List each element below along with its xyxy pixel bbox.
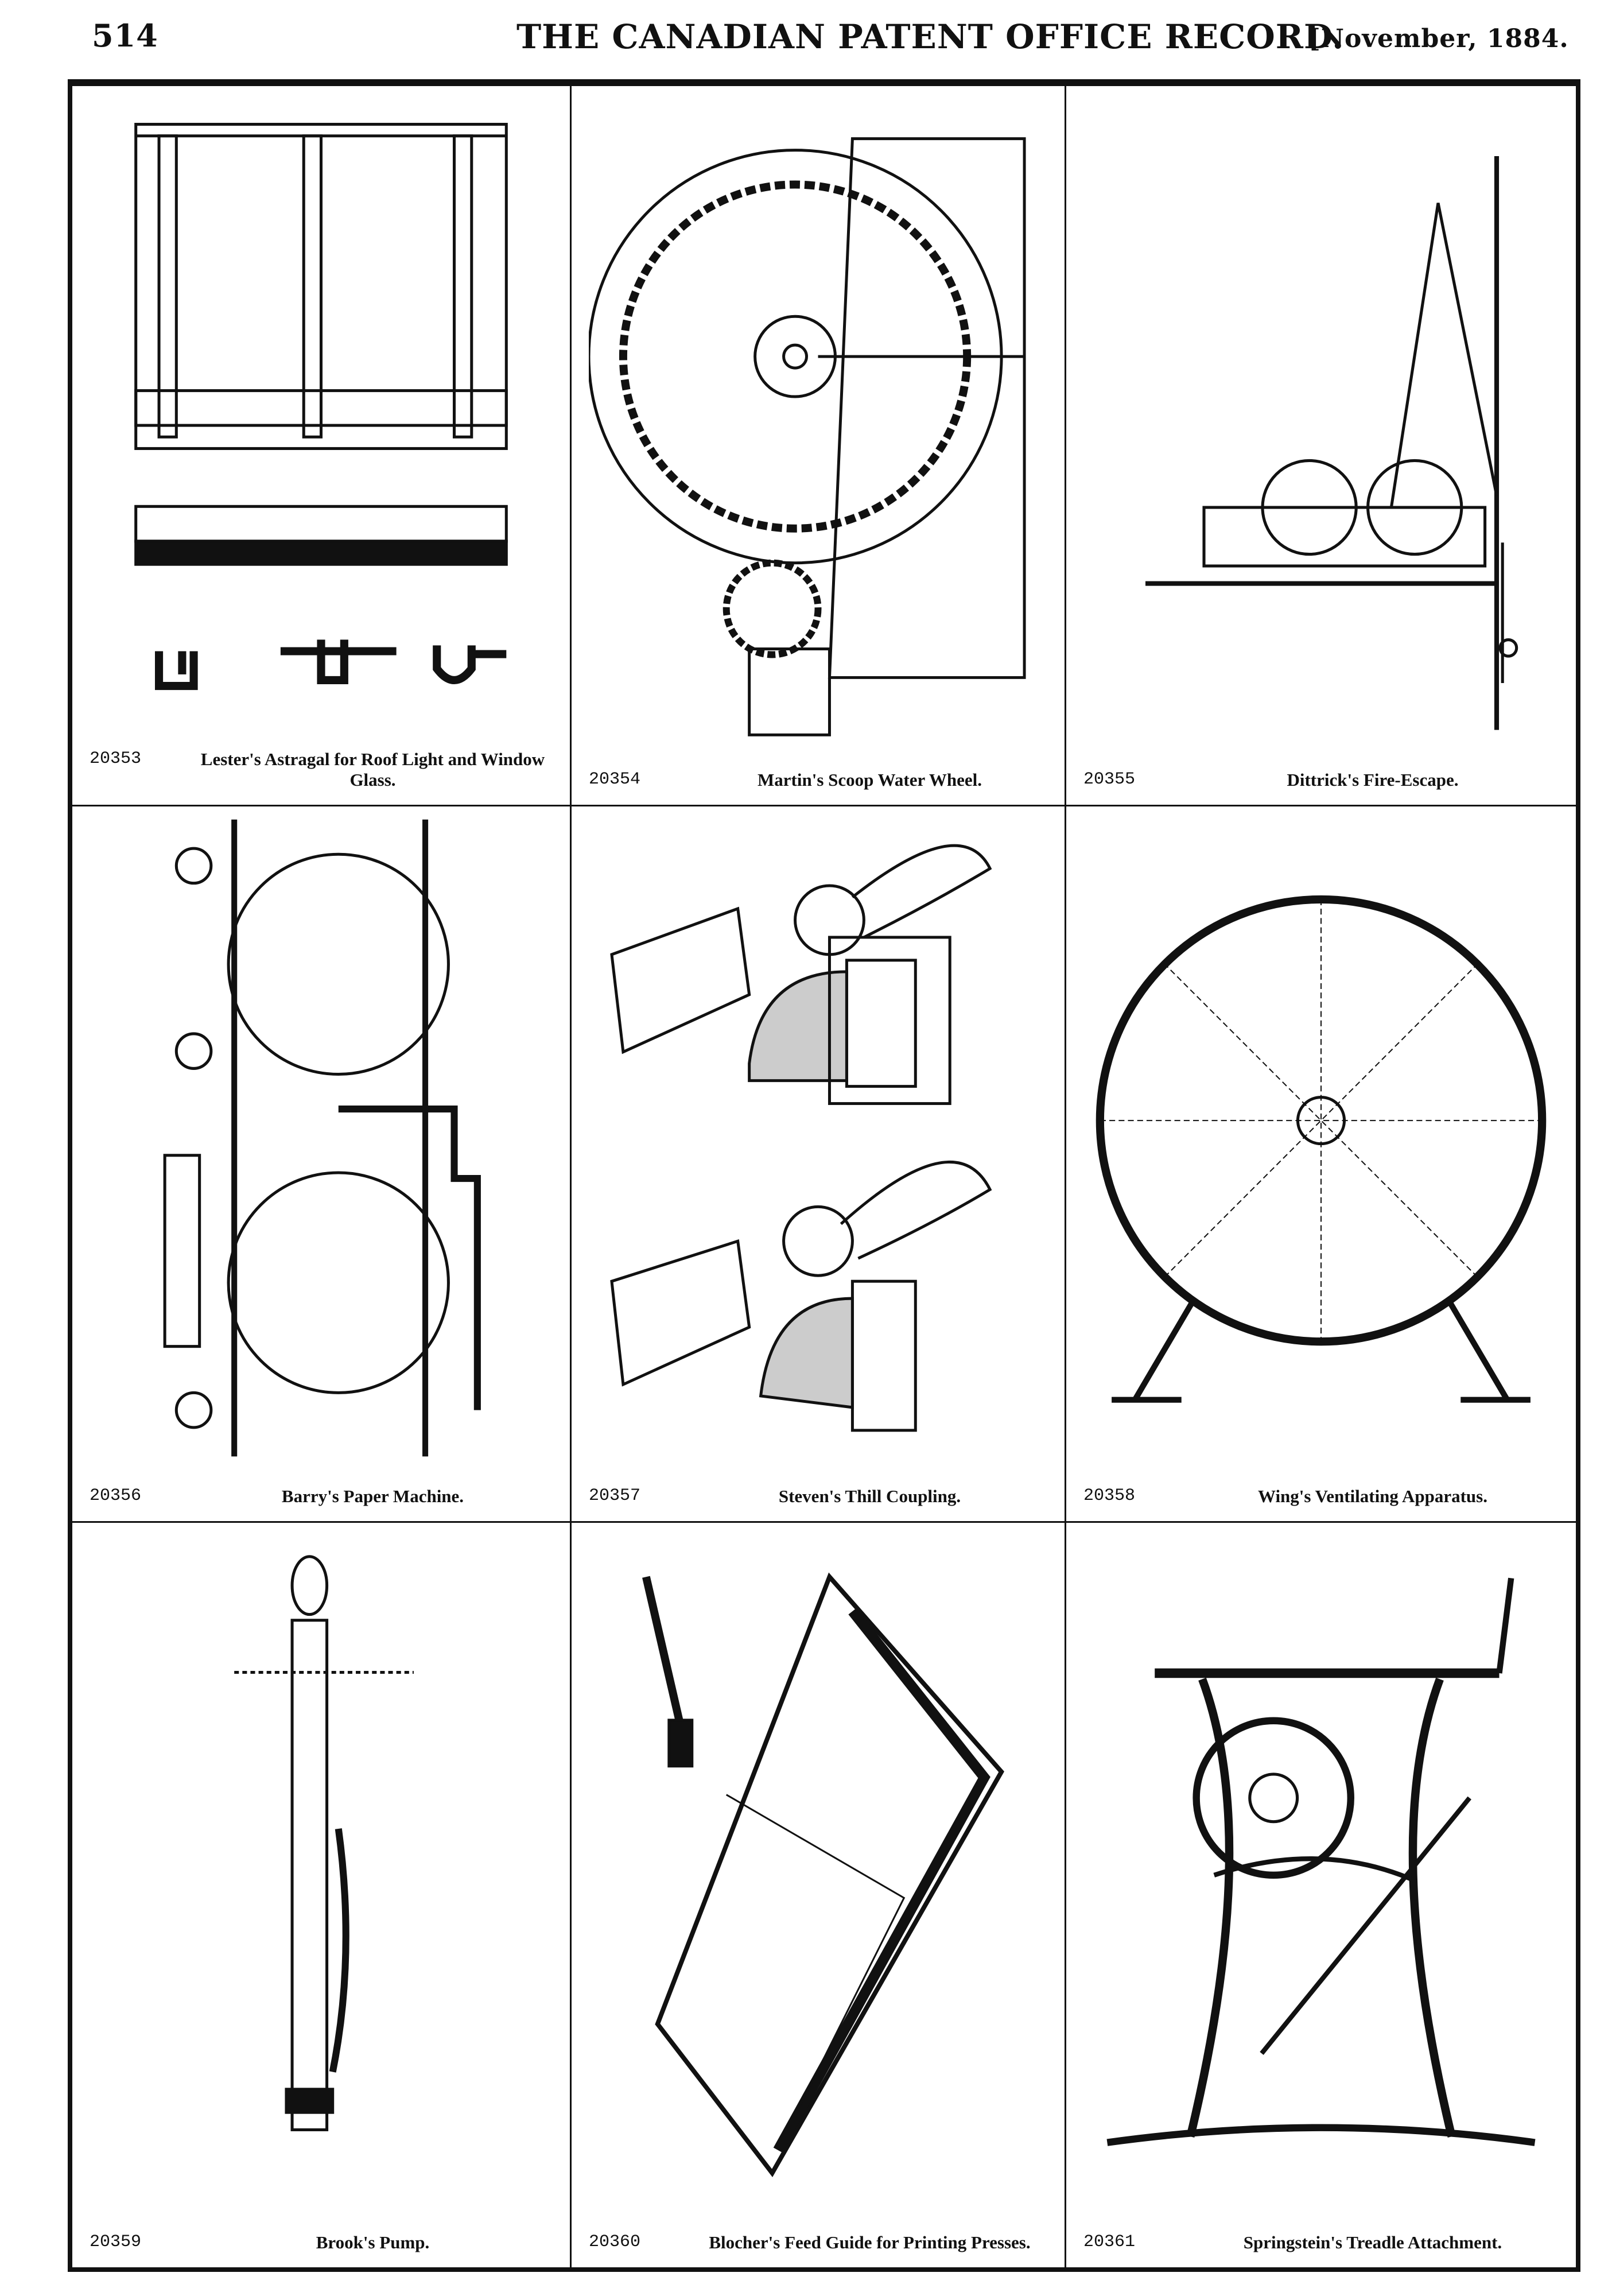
treadle-attachment-drawing [1083,1534,1559,2204]
patent-title: Lester's Astragal for Roof Light and Win… [200,749,545,790]
page-number: 514 [92,17,158,54]
paper-machine-drawing [90,818,553,1458]
patent-number: 20360 [589,2232,641,2252]
patent-title: Barry's Paper Machine. [281,1486,464,1506]
patent-title: Steven's Thill Coupling. [778,1486,961,1506]
patent-title: Brook's Pump. [316,2232,430,2252]
patent-figures-frame: 20353 Lester's Astragal for Roof Light an… [68,79,1580,2272]
ventilating-apparatus-drawing [1083,818,1559,1458]
patent-number: 20358 [1083,1486,1136,1506]
patent-cell: 20356 Barry's Paper Machine. [72,806,572,1523]
patent-number: 20355 [1083,770,1136,789]
patent-cell: 20358 Wing's Ventilating Apparatus. [1066,806,1576,1523]
thill-coupling-drawing [589,818,1047,1458]
publication-title: THE CANADIAN PATENT OFFICE RECORD. [516,17,1345,56]
patent-title: Springstein's Treadle Attachment. [1243,2232,1502,2252]
patent-title: Wing's Ventilating Apparatus. [1258,1486,1487,1506]
patent-number: 20359 [90,2232,142,2252]
patent-title: Dittrick's Fire-Escape. [1287,770,1459,790]
patent-number: 20353 [90,749,142,769]
patent-cell: 20353 Lester's Astragal for Roof Light an… [72,86,572,806]
fire-escape-drawing [1083,98,1559,742]
water-wheel-drawing [587,98,1047,742]
patent-title: Martin's Scoop Water Wheel. [758,770,982,790]
patent-number: 20354 [589,770,641,789]
patent-number: 20357 [589,1486,641,1506]
patent-cell: 20354 Martin's Scoop Water Wheel. [572,86,1066,806]
patent-title: Blocher's Feed Guide for Printing Presse… [709,2232,1031,2252]
patent-cell: 20361 Springstein's Treadle Attachment. [1066,1523,1576,2267]
patent-number: 20361 [1083,2232,1136,2252]
patent-number: 20356 [90,1486,142,1506]
pump-drawing [90,1534,553,2204]
patent-cell: 20355 Dittrick's Fire-Escape. [1066,86,1576,806]
patent-cell: 20359 Brook's Pump. [72,1523,572,2267]
astragal-drawing [90,98,553,742]
patent-cell: 20357 Steven's Thill Coupling. [572,806,1066,1523]
issue-date: [November, 1884. [1308,24,1569,53]
patent-cell: 20360 Blocher's Feed Guide for Printing P… [572,1523,1066,2267]
feed-guide-drawing [589,1534,1047,2204]
